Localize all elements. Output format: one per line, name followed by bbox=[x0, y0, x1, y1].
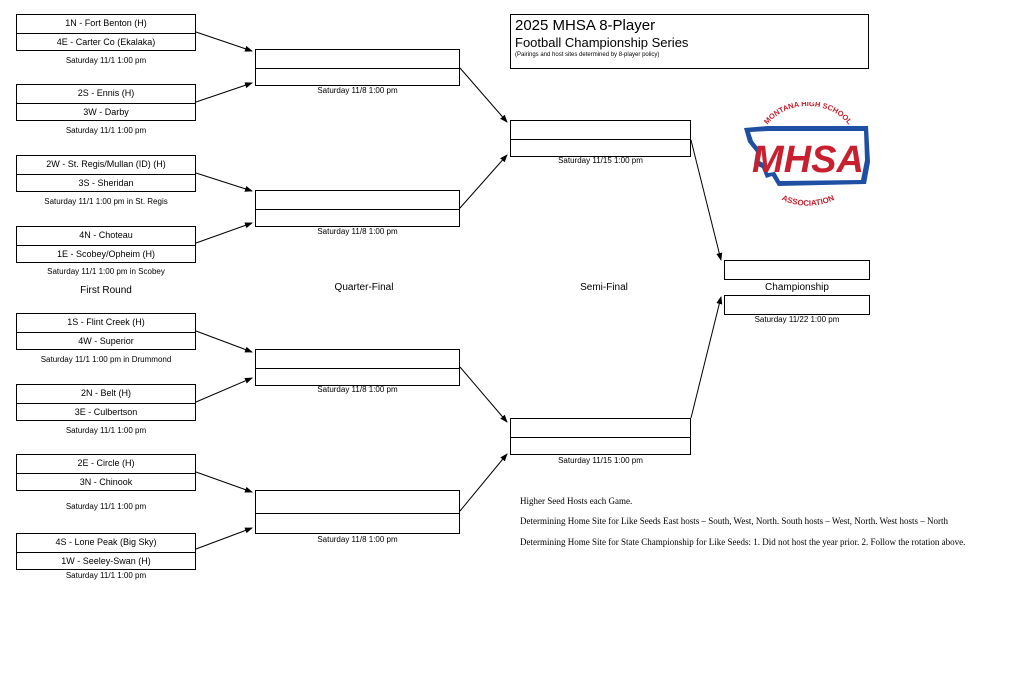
semi-final-matchup-1 bbox=[510, 120, 691, 157]
note-line-2: Determining Home Site for Like Seeds Eas… bbox=[520, 516, 949, 526]
team-slot-empty bbox=[256, 50, 459, 68]
team-slot: 2N - Belt (H) bbox=[80, 388, 131, 398]
team-slot: 2W - St. Regis/Mullan (ID) (H) bbox=[46, 159, 166, 169]
team-slot: 1E - Scobey/Opheim (H) bbox=[17, 245, 195, 263]
first-round-matchup-6: 2N - Belt (H) 3E - Culbertson bbox=[16, 384, 196, 421]
team-slot: 3S - Sheridan bbox=[17, 174, 195, 192]
svg-text:MONTANA HIGH SCHOOL: MONTANA HIGH SCHOOL bbox=[762, 102, 854, 126]
team-slot-empty bbox=[256, 513, 459, 535]
team-slot: 1S - Flint Creek (H) bbox=[67, 317, 145, 327]
note-line-3: Determining Home Site for State Champion… bbox=[520, 537, 966, 547]
game-date: Saturday 11/8 1:00 pm bbox=[317, 385, 398, 394]
page-subtitle: Football Championship Series bbox=[515, 35, 689, 50]
team-slot-empty bbox=[256, 350, 459, 368]
round-label-quarter: Quarter-Final bbox=[334, 282, 394, 293]
team-slot: 3W - Darby bbox=[17, 103, 195, 121]
quarter-final-matchup-4 bbox=[255, 490, 460, 534]
team-slot: 4S - Lone Peak (Big Sky) bbox=[55, 537, 157, 547]
logo-top-text: MONTANA HIGH SCHOOL bbox=[762, 102, 854, 126]
first-round-matchup-5: 1S - Flint Creek (H) 4W - Superior bbox=[16, 313, 196, 350]
svg-text:ASSOCIATION: ASSOCIATION bbox=[780, 193, 835, 208]
mhsa-logo: MHSA MONTANA HIGH SCHOOL ASSOCIATION bbox=[744, 102, 870, 208]
page-title: 2025 MHSA 8-Player bbox=[515, 17, 656, 34]
first-round-matchup-7: 2E - Circle (H) 3N - Chinook bbox=[16, 454, 196, 491]
first-round-matchup-1: 1N - Fort Benton (H) 4E - Carter Co (Eka… bbox=[16, 14, 196, 51]
game-date: Saturday 11/8 1:00 pm bbox=[317, 227, 398, 236]
logo-main-text: MHSA bbox=[752, 139, 864, 181]
game-date: Saturday 11/1 1:00 pm in St. Regis bbox=[44, 197, 168, 206]
team-slot: 3N - Chinook bbox=[17, 473, 195, 491]
team-slot: 4E - Carter Co (Ekalaka) bbox=[17, 33, 195, 51]
first-round-matchup-8: 4S - Lone Peak (Big Sky) 1W - Seeley-Swa… bbox=[16, 533, 196, 570]
game-date: Saturday 11/1 1:00 pm bbox=[65, 502, 147, 511]
team-slot: 1N - Fort Benton (H) bbox=[65, 18, 147, 28]
game-date: Saturday 11/22 1:00 pm bbox=[754, 315, 840, 324]
team-slot: 1W - Seeley-Swan (H) bbox=[17, 552, 195, 570]
team-slot-empty bbox=[256, 491, 459, 513]
team-slot-empty bbox=[511, 121, 690, 139]
logo-bottom-text: ASSOCIATION bbox=[780, 193, 835, 208]
round-label-first: First Round bbox=[80, 285, 132, 296]
team-slot: 3E - Culbertson bbox=[17, 403, 195, 421]
championship-slot-bottom bbox=[724, 295, 870, 315]
team-slot: 4N - Choteau bbox=[79, 230, 133, 240]
championship-slot-top bbox=[724, 260, 870, 280]
game-date: Saturday 11/1 1:00 pm in Scobey bbox=[47, 267, 165, 276]
team-slot: 2E - Circle (H) bbox=[77, 458, 135, 468]
game-date: Saturday 11/1 1:00 pm bbox=[65, 56, 147, 65]
game-date: Saturday 11/1 1:00 pm bbox=[65, 426, 147, 435]
game-date: Saturday 11/15 1:00 pm bbox=[558, 156, 643, 165]
semi-final-matchup-2 bbox=[510, 418, 691, 455]
game-date: Saturday 11/1 1:00 pm in Drummond bbox=[40, 355, 172, 364]
team-slot: 4W - Superior bbox=[17, 332, 195, 350]
quarter-final-matchup-1 bbox=[255, 49, 460, 86]
team-slot: 2S - Ennis (H) bbox=[77, 88, 135, 98]
quarter-final-matchup-2 bbox=[255, 190, 460, 227]
round-label-championship: Championship bbox=[765, 282, 829, 293]
title-box: 2025 MHSA 8-Player Football Championship… bbox=[510, 14, 869, 69]
team-slot-empty bbox=[256, 368, 459, 386]
note-line-1: Higher Seed Hosts each Game. bbox=[520, 496, 633, 506]
quarter-final-matchup-3 bbox=[255, 349, 460, 386]
game-date: Saturday 11/1 1:00 pm bbox=[65, 126, 147, 135]
game-date: Saturday 11/8 1:00 pm bbox=[317, 535, 398, 544]
game-date: Saturday 11/1 1:00 pm bbox=[65, 571, 147, 580]
first-round-matchup-4: 4N - Choteau 1E - Scobey/Opheim (H) bbox=[16, 226, 196, 263]
team-slot-empty bbox=[511, 419, 690, 437]
title-note: (Pairings and host sites determined by 8… bbox=[515, 52, 660, 58]
team-slot-empty bbox=[256, 68, 459, 86]
team-slot-empty bbox=[511, 139, 690, 157]
team-slot-empty bbox=[256, 191, 459, 209]
game-date: Saturday 11/15 1:00 pm bbox=[558, 456, 643, 465]
first-round-matchup-2: 2S - Ennis (H) 3W - Darby bbox=[16, 84, 196, 121]
round-label-semi: Semi-Final bbox=[580, 282, 628, 293]
team-slot-empty bbox=[256, 209, 459, 227]
game-date: Saturday 11/8 1:00 pm bbox=[317, 86, 398, 95]
first-round-matchup-3: 2W - St. Regis/Mullan (ID) (H) 3S - Sher… bbox=[16, 155, 196, 192]
team-slot-empty bbox=[511, 437, 690, 455]
